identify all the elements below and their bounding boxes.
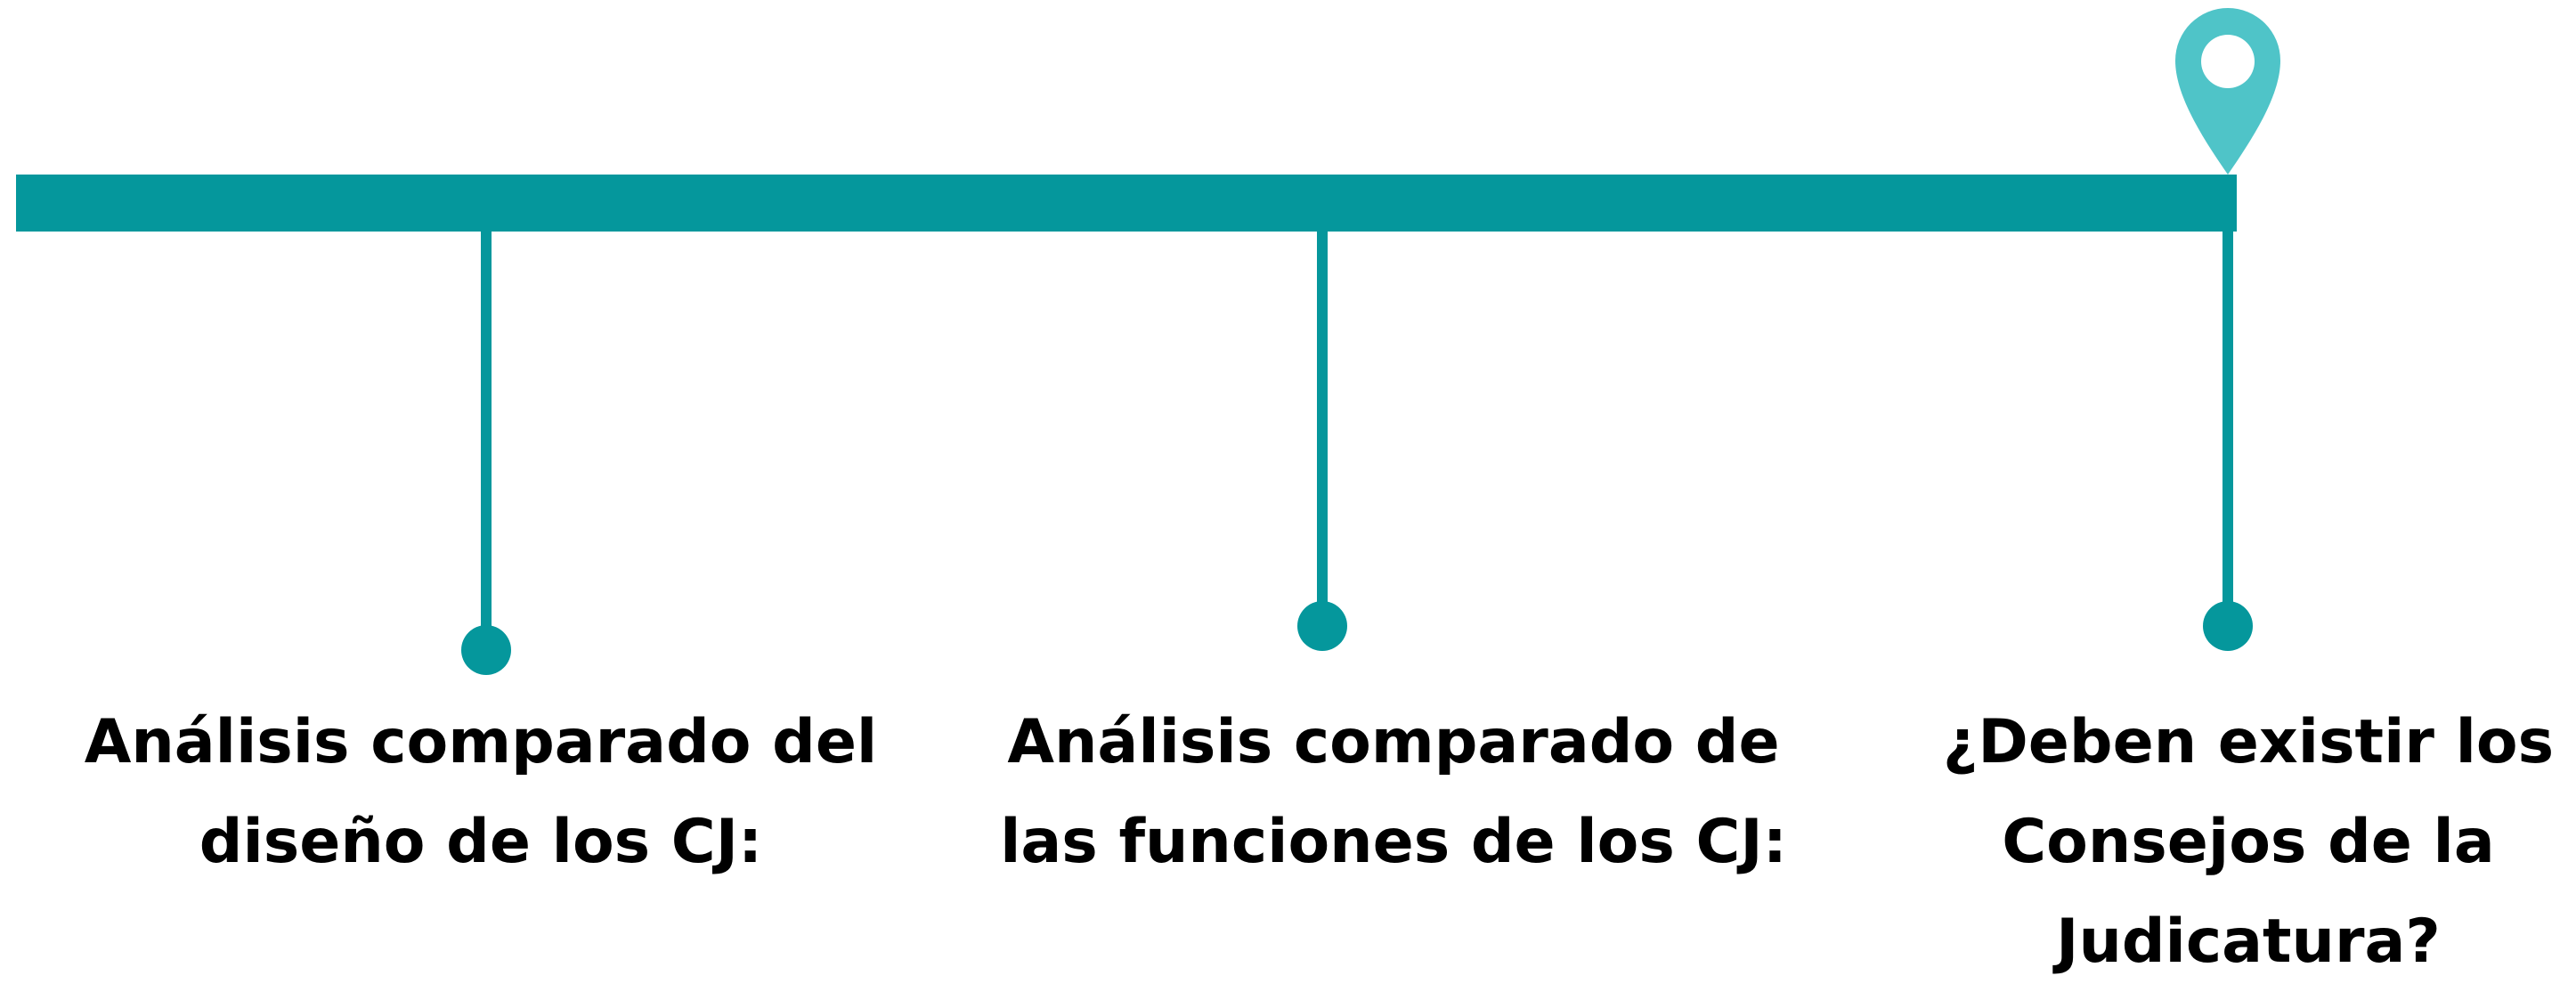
milestone-1-label-line-1: Análisis comparado del [84, 707, 878, 777]
milestone-1-label-line-2: diseño de los CJ: [199, 807, 763, 877]
milestone-2-label-line-1: Análisis comparado de [1007, 707, 1780, 777]
timeline-bar [16, 175, 2237, 232]
milestone-3-label: ¿Deben existir los Consejos de la Judica… [1937, 693, 2560, 992]
milestone-3-label-line-3: Judicatura? [2056, 907, 2441, 977]
milestone-2-label-line-2: las funciones de los CJ: [1000, 807, 1787, 877]
milestone-3-label-line-2: Consejos de la [2002, 807, 2495, 877]
milestone-3-dot [2203, 601, 2253, 651]
milestone-3-label-line-1: ¿Deben existir los [1942, 707, 2555, 777]
milestone-2-label: Análisis comparado de las funciones de l… [930, 693, 1857, 892]
milestone-1-label: Análisis comparado del diseño de los CJ: [18, 693, 944, 892]
milestone-1-dot [461, 625, 511, 675]
map-pin-icon [2175, 8, 2280, 175]
milestone-2-dot [1297, 601, 1347, 651]
timeline-diagram [16, 8, 2280, 675]
